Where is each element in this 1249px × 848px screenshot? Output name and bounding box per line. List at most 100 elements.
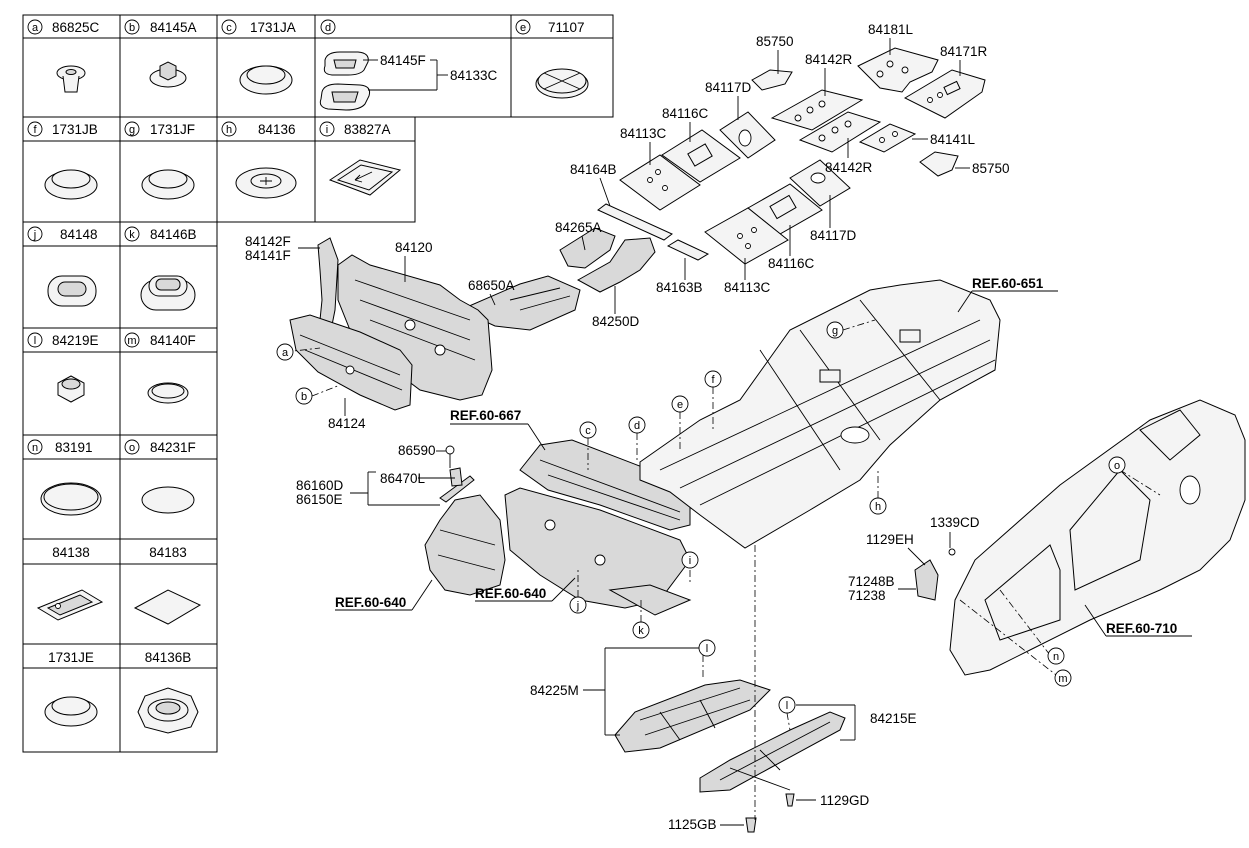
strip-84164b <box>597 203 673 241</box>
legend-cell-m: m 84140F <box>124 332 196 348</box>
pad-84113c-low <box>704 207 789 265</box>
legend-cell-i: i 83827A <box>319 121 391 137</box>
svg-text:84250D: 84250D <box>592 314 640 329</box>
duct-84250d <box>576 237 656 293</box>
svg-text:68650A: 68650A <box>468 278 515 293</box>
callout-m: m <box>1054 669 1072 687</box>
svg-text:k: k <box>129 229 135 241</box>
svg-text:86470L: 86470L <box>380 471 426 486</box>
pad-84142r-mid <box>798 111 882 153</box>
svg-text:1125GB: 1125GB <box>668 817 717 832</box>
svg-text:84140F: 84140F <box>150 333 196 348</box>
dash-panel-84124 <box>289 314 413 411</box>
svg-text:86150E: 86150E <box>296 492 343 507</box>
svg-text:d: d <box>325 22 331 34</box>
legend-cell-84183: 84183 <box>149 545 187 560</box>
svg-text:84145F: 84145F <box>380 53 426 68</box>
svg-text:84231F: 84231F <box>150 440 196 455</box>
svg-text:71238: 71238 <box>848 588 886 603</box>
svg-text:84124: 84124 <box>328 416 366 431</box>
svg-text:71248B: 71248B <box>848 574 895 589</box>
legend-cell-h: h 84136 <box>221 121 296 137</box>
plug-1731jb-icon <box>44 169 98 200</box>
svg-text:84142F: 84142F <box>245 234 291 249</box>
svg-text:h: h <box>875 501 881 513</box>
pad-85750-top <box>751 69 793 91</box>
nut-84219e-icon <box>57 375 85 403</box>
svg-text:j: j <box>33 229 36 241</box>
plug-84140f-icon <box>147 382 189 404</box>
pad-84116c-top <box>661 129 741 183</box>
svg-text:1339CD: 1339CD <box>930 515 980 530</box>
svg-text:84133C: 84133C <box>450 68 498 83</box>
svg-text:b: b <box>129 22 135 34</box>
legend-cell-o: o 84231F <box>124 439 196 455</box>
svg-text:m: m <box>127 335 136 347</box>
bar-86470l <box>439 467 475 503</box>
svg-text:84164B: 84164B <box>570 162 617 177</box>
svg-text:84142R: 84142R <box>825 160 873 175</box>
svg-text:84219E: 84219E <box>52 333 99 348</box>
svg-text:86825C: 86825C <box>52 20 100 35</box>
svg-text:86590: 86590 <box>398 443 436 458</box>
callout-a: a <box>276 343 294 361</box>
svg-text:REF.60-667: REF.60-667 <box>450 408 521 423</box>
pad-84141l <box>858 123 917 153</box>
legend-cell-n: n 83191 <box>27 439 93 455</box>
svg-text:83827A: 83827A <box>344 122 391 137</box>
svg-text:h: h <box>226 124 232 136</box>
bracket-84265a <box>559 227 616 269</box>
legend-d-leaders: 84145F 84133C <box>363 53 498 91</box>
callout-n: n <box>1047 647 1065 665</box>
svg-text:85750: 85750 <box>756 34 794 49</box>
svg-text:84265A: 84265A <box>555 220 602 235</box>
legend-cell-84138: 84138 <box>52 545 90 560</box>
svg-text:e: e <box>677 399 683 411</box>
pad-84142r-top <box>770 89 864 131</box>
legend-cell-84136b: 84136B <box>145 650 192 665</box>
pad-84171r <box>903 69 986 119</box>
legend-cell-1731je: 1731JE <box>48 650 94 665</box>
callout-d: d <box>628 416 646 434</box>
bolt-1129gd <box>785 793 795 807</box>
legend-cell-j: j 84148 <box>27 226 98 242</box>
svg-text:86160D: 86160D <box>296 478 344 493</box>
svg-text:83191: 83191 <box>55 440 93 455</box>
svg-text:a: a <box>32 22 39 34</box>
svg-text:84120: 84120 <box>395 240 433 255</box>
svg-text:m: m <box>1058 673 1067 685</box>
legend-cell-e: e 71107 <box>515 19 585 35</box>
tray-83827a-icon <box>328 159 402 196</box>
svg-text:i: i <box>689 555 691 567</box>
pad-83191-icon <box>40 482 102 516</box>
callout-o: o <box>1108 456 1126 474</box>
callout-h: h <box>869 497 887 515</box>
callout-g: g <box>826 321 844 339</box>
callout-c: c <box>579 421 597 439</box>
svg-text:g: g <box>832 325 838 337</box>
under-cover-84215e <box>699 711 846 793</box>
pad-84181l <box>857 47 939 93</box>
svg-text:84116C: 84116C <box>662 106 709 121</box>
plug-84136-icon <box>235 167 297 199</box>
pad-84145f-icon <box>319 51 371 111</box>
floor-panel <box>639 279 1001 549</box>
svg-text:n: n <box>1053 651 1059 663</box>
svg-text:84181L: 84181L <box>868 22 914 37</box>
legend-cell-g: g 1731JF <box>124 121 195 137</box>
svg-text:84225M: 84225M <box>530 683 579 698</box>
legend-cell-k: k 84146B <box>124 226 197 242</box>
svg-text:b: b <box>301 391 307 403</box>
pad-84231f-icon <box>141 486 195 514</box>
svg-text:REF.60-640: REF.60-640 <box>335 595 406 610</box>
svg-text:84117D: 84117D <box>810 228 857 243</box>
svg-text:e: e <box>520 22 526 34</box>
nut-84145a-icon <box>149 61 187 88</box>
pad-85750-mid <box>919 151 959 177</box>
grommet-84148-icon <box>47 275 97 307</box>
svg-text:1731JA: 1731JA <box>250 20 296 35</box>
plug-1731je-icon <box>44 696 98 727</box>
svg-text:84146B: 84146B <box>150 227 197 242</box>
svg-text:84113C: 84113C <box>620 126 667 141</box>
svg-text:84116C: 84116C <box>768 256 815 271</box>
